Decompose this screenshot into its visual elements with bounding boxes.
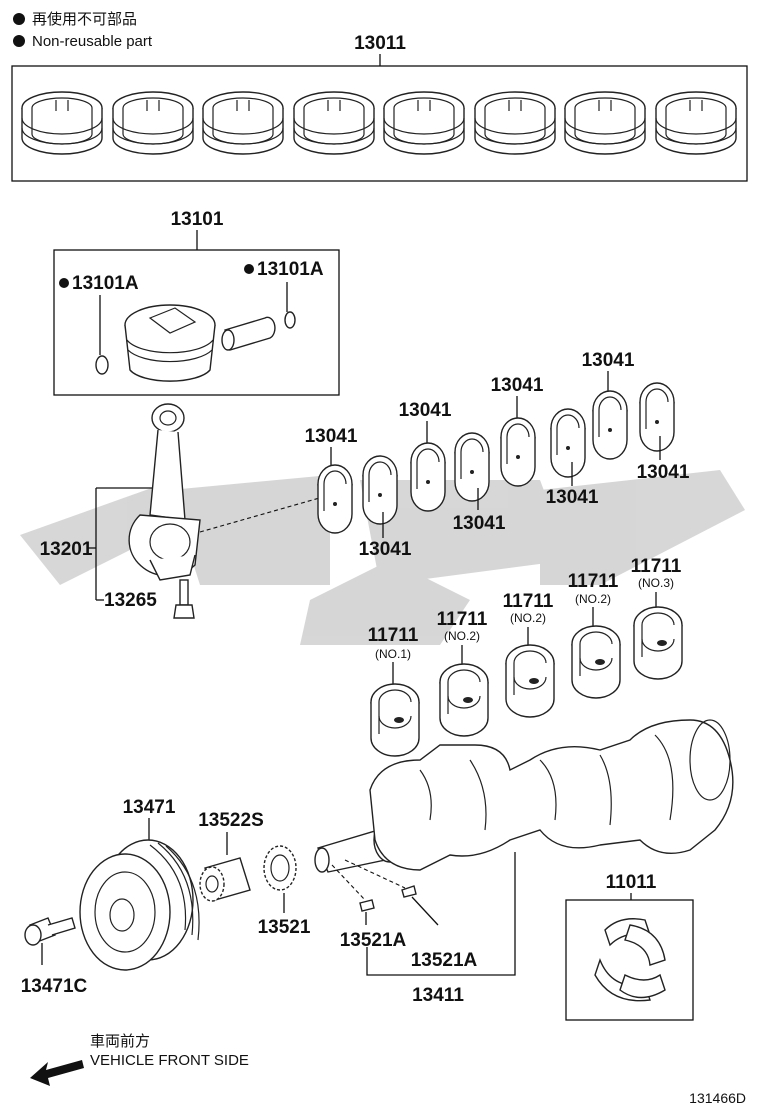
dot-icon bbox=[244, 264, 254, 274]
legend-line-ja: 再使用不可部品 bbox=[32, 11, 137, 28]
label-13101a-right: 13101A bbox=[257, 259, 324, 280]
label-13041-c: 13041 bbox=[399, 400, 452, 421]
label-11711-d: 11711 bbox=[568, 571, 619, 592]
label-13041-d: 13041 bbox=[453, 513, 506, 534]
label-13041-g: 13041 bbox=[582, 350, 635, 371]
crank-sprocket[interactable]: 13521 bbox=[258, 845, 311, 938]
dot-icon bbox=[13, 35, 25, 47]
rod-bearing-group[interactable]: 13041 13041 13041 13041 13041 13041 1304… bbox=[305, 350, 690, 560]
crankshaft[interactable]: 13411 bbox=[314, 719, 734, 1006]
main-bearing-group[interactable]: 11711 (NO.1) 11711 (NO.2) 11711 (NO.2) 1… bbox=[368, 556, 683, 757]
label-13471c: 13471C bbox=[21, 976, 88, 997]
direction-line-en: VEHICLE FRONT SIDE bbox=[90, 1052, 249, 1069]
watermark-logo bbox=[20, 470, 745, 645]
direction-line-ja: 車両前方 bbox=[90, 1033, 150, 1050]
legend-line-en: Non-reusable part bbox=[32, 33, 153, 50]
crank-pulley[interactable]: 13471 bbox=[79, 797, 200, 971]
label-11011: 11011 bbox=[606, 872, 657, 893]
label-13041-e: 13041 bbox=[491, 375, 544, 396]
label-no2-b: (NO.2) bbox=[510, 611, 546, 625]
label-13101a-left: 13101A bbox=[72, 273, 139, 294]
label-13265: 13265 bbox=[104, 590, 157, 611]
label-13041-h: 13041 bbox=[637, 462, 690, 483]
label-13041-f: 13041 bbox=[546, 487, 599, 508]
piston-ring-set[interactable]: 13011 bbox=[11, 33, 748, 182]
label-11711-e: 11711 bbox=[631, 556, 682, 577]
label-13041-a: 13041 bbox=[305, 426, 358, 447]
direction-indicator: 車両前方 VEHICLE FRONT SIDE bbox=[30, 1033, 249, 1086]
label-13411: 13411 bbox=[412, 985, 464, 1006]
legend: 再使用不可部品 Non-reusable part bbox=[13, 11, 153, 50]
label-13011: 13011 bbox=[354, 33, 406, 54]
piston-sub-assy[interactable]: 13101 13101A 13101A bbox=[53, 209, 340, 396]
dot-icon bbox=[13, 13, 25, 25]
label-no2-c: (NO.2) bbox=[575, 592, 611, 606]
pulley-bolt[interactable]: 13471C bbox=[21, 917, 88, 997]
label-13521a-a: 13521A bbox=[340, 930, 407, 951]
label-13471: 13471 bbox=[123, 797, 176, 818]
label-13521: 13521 bbox=[258, 917, 311, 938]
arrow-left-icon bbox=[30, 1060, 84, 1086]
label-11711-c: 11711 bbox=[503, 591, 554, 612]
label-11711-a: 11711 bbox=[368, 625, 419, 646]
crank-timing-sprocket[interactable]: 13522S bbox=[198, 810, 264, 902]
thrust-washer[interactable]: 11011 bbox=[565, 872, 694, 1021]
label-no3: (NO.3) bbox=[638, 576, 674, 590]
connecting-rod[interactable]: 13201 13265 bbox=[40, 403, 331, 619]
label-11711-b: 11711 bbox=[437, 609, 488, 630]
illustration-id: 131466D bbox=[689, 1090, 746, 1106]
label-no1: (NO.1) bbox=[375, 647, 411, 661]
dot-icon bbox=[59, 278, 69, 288]
crank-key-group[interactable]: 13521A 13521A bbox=[331, 859, 478, 971]
label-13041-b: 13041 bbox=[359, 539, 412, 560]
label-13201: 13201 bbox=[40, 539, 93, 560]
label-no2-a: (NO.2) bbox=[444, 629, 480, 643]
label-13101: 13101 bbox=[171, 209, 224, 230]
label-13521a-b: 13521A bbox=[411, 950, 478, 971]
label-13522s: 13522S bbox=[198, 810, 264, 831]
